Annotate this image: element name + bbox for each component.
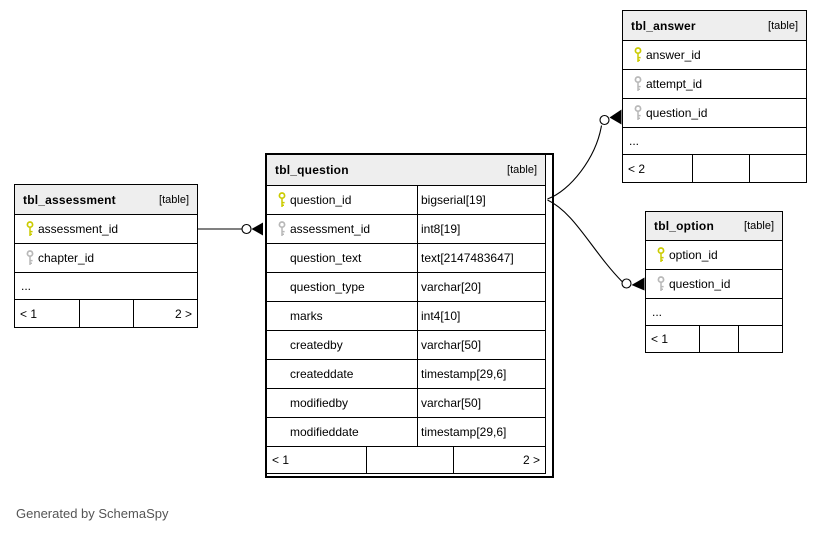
column-type: bigserial[19] [417,186,545,214]
foreign-key-icon [652,276,669,292]
column-name: question_id [290,193,352,207]
edge-circle-terminator [241,223,252,235]
column-name: question_text [290,251,362,265]
edge-circle-terminator [621,278,632,289]
footer-middle-cell [79,300,133,327]
column-type: text[2147483647] [417,244,545,272]
table-tbl_option[interactable]: tbl_option [table] option_id question_id… [645,211,783,353]
table-tbl_question[interactable]: tbl_question [table] question_id bigseri… [265,153,554,478]
column-row-modifieddate: modifieddate timestamp[29,6] [267,418,545,447]
footer-children-count: 2 > [133,300,197,327]
hidden-columns-ellipsis: ... [623,128,806,155]
edge-arrowhead [631,277,645,291]
column-row-question_text: question_text text[2147483647] [267,244,545,273]
table-name: tbl_option [654,219,714,233]
column-row-question_id: question_id bigserial[19] [267,186,545,215]
column-type: timestamp[29,6] [417,360,545,388]
table-header[interactable]: tbl_assessment [table] [15,185,197,215]
table-type-badge: [table] [768,19,798,32]
column-row-question_type: question_type varchar[20] [267,273,545,302]
column-row-attempt_id: attempt_id [623,70,806,99]
foreign-key-icon [21,250,38,266]
column-name: createdby [290,338,343,352]
edge-circle-terminator [599,114,610,126]
column-name: modifieddate [290,425,359,439]
relationship-edge-question-option [547,199,645,291]
footer-children-count [749,155,806,182]
footer-children-count: 2 > [453,447,545,473]
edge-arrowhead [251,222,263,236]
table-footer: < 2 [623,155,806,182]
column-name: question_id [646,106,708,120]
column-name: answer_id [646,48,701,62]
column-name: assessment_id [38,222,119,236]
table-name: tbl_question [275,163,349,177]
column-name: marks [290,309,323,323]
column-type: timestamp[29,6] [417,418,545,446]
table-footer: < 1 2 > [15,300,197,327]
table-header[interactable]: tbl_question [table] [267,155,545,186]
edge-arrowhead [609,109,622,125]
footer-children-count [738,326,782,352]
table-type-badge: [table] [744,220,774,232]
footer-parents-count: < 2 [628,161,646,176]
column-name: modifiedby [290,396,349,410]
column-name: question_id [669,277,731,291]
table-footer: < 1 2 > [267,447,545,473]
relationship-edge-assessment-question [198,222,263,236]
footer-middle-cell [699,326,738,352]
column-row-assessment_id: assessment_id int8[19] [267,215,545,244]
table-footer: < 1 [646,326,782,352]
table-header[interactable]: tbl_option [table] [646,212,782,241]
foreign-key-icon [629,105,646,121]
primary-key-icon [273,192,290,208]
column-row-modifiedby: modifiedby varchar[50] [267,389,545,418]
column-name: option_id [669,248,718,262]
footer-parents-count: < 1 [272,453,290,467]
footer-middle-cell [366,447,453,473]
hidden-columns-ellipsis: ... [15,273,197,300]
column-type: varchar[50] [417,389,545,417]
column-name: createddate [290,367,354,381]
column-type: varchar[20] [417,273,545,301]
column-row-createdby: createdby varchar[50] [267,331,545,360]
column-row-chapter_id: chapter_id [15,244,197,273]
column-name: chapter_id [38,251,95,265]
column-type: varchar[50] [417,331,545,359]
table-tbl_answer[interactable]: tbl_answer [table] answer_id attempt_id [622,10,807,183]
foreign-key-icon [273,221,290,237]
column-type: int4[10] [417,302,545,330]
column-row-answer_id: answer_id [623,41,806,70]
primary-key-icon [629,47,646,63]
column-name: question_type [290,280,365,294]
table-header[interactable]: tbl_answer [table] [623,11,806,41]
footer-middle-cell [692,155,749,182]
column-row-question_id: question_id [623,99,806,128]
column-name: assessment_id [290,222,371,236]
column-row-question_id: question_id [646,270,782,299]
table-tbl_assessment[interactable]: tbl_assessment [table] assessment_id cha… [14,184,198,328]
foreign-key-icon [629,76,646,92]
table-name: tbl_answer [631,18,696,33]
column-row-option_id: option_id [646,241,782,270]
hidden-columns-ellipsis: ... [646,299,782,326]
generated-by-note: Generated by SchemaSpy [16,506,169,521]
table-type-badge: [table] [159,193,189,206]
table-type-badge: [table] [507,164,537,176]
relationship-edge-question-answer [547,109,622,200]
column-row-createddate: createddate timestamp[29,6] [267,360,545,389]
table-name: tbl_assessment [23,192,116,207]
primary-key-icon [652,247,669,263]
column-row-marks: marks int4[10] [267,302,545,331]
column-name: attempt_id [646,77,703,91]
column-type: int8[19] [417,215,545,243]
primary-key-icon [21,221,38,237]
footer-parents-count: < 1 [651,332,669,346]
footer-parents-count: < 1 [20,306,38,321]
column-row-assessment_id: assessment_id [15,215,197,244]
